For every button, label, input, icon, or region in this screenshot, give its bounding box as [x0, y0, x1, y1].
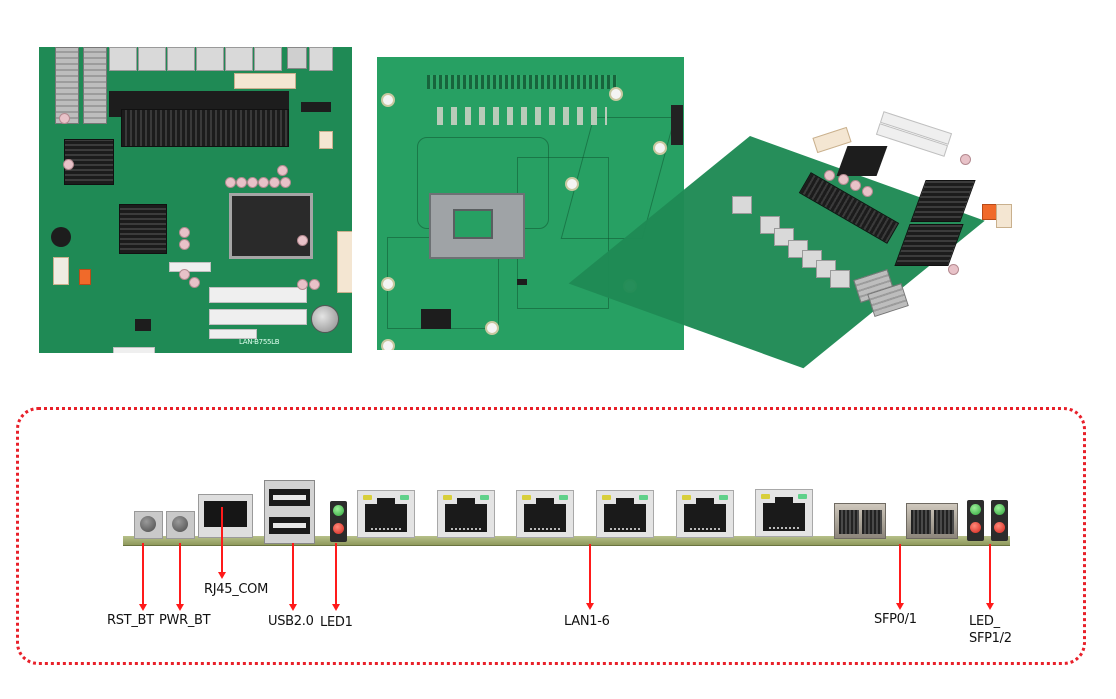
label-sfp: SFP0/1	[874, 612, 917, 627]
label-usb: USB2.0	[268, 614, 314, 629]
reset-button-connector	[134, 511, 163, 539]
pointer-line-pwr	[179, 543, 181, 606]
io-panel-frame	[16, 407, 1086, 665]
cpu-backplate	[429, 193, 525, 259]
sfp-cage	[83, 47, 107, 124]
label-pwr-bt: PWR_BT	[159, 613, 211, 628]
arrow-down-icon	[289, 604, 297, 611]
lan-port-3	[516, 490, 574, 538]
board-angled-view-photo	[568, 96, 1065, 369]
heatsink	[121, 109, 289, 147]
board-bottom-view-photo	[377, 57, 684, 350]
pointer-line-led1	[335, 543, 337, 606]
label-rst-bt: RST_BT	[107, 613, 154, 628]
memory-slot	[209, 287, 307, 303]
led1-indicator	[330, 501, 347, 542]
board-top-view-photo: LAN-B755LB	[39, 47, 352, 353]
green-led-icon	[994, 504, 1005, 515]
sfp-port-0	[834, 503, 886, 539]
sfp1-led-indicator	[967, 500, 984, 541]
heatsink	[119, 204, 167, 254]
arrow-down-icon	[332, 604, 340, 611]
sfp2-led-indicator	[991, 500, 1008, 541]
arrow-down-icon	[986, 603, 994, 610]
red-led-icon	[333, 523, 344, 534]
arrow-down-icon	[586, 603, 594, 610]
arrow-down-icon	[139, 604, 147, 611]
sfp-cage	[55, 47, 79, 124]
board-model-silkscreen: LAN-B755LB	[239, 338, 280, 346]
lan-port-2	[437, 490, 495, 538]
lan-port-5	[676, 490, 734, 538]
power-button-connector	[166, 511, 195, 539]
label-led-sfp-line1: LED_	[969, 614, 1000, 629]
pointer-line-rst	[142, 543, 144, 606]
lan-port-4	[596, 490, 654, 538]
io-pcb-edge	[123, 536, 1010, 546]
pointer-line-led-sfp	[989, 544, 991, 605]
arrow-down-icon	[218, 572, 226, 579]
lan-port-1	[357, 490, 415, 538]
memory-slot	[209, 309, 307, 325]
red-led-icon	[994, 522, 1005, 533]
arrow-down-icon	[176, 604, 184, 611]
sfp-port-1	[906, 503, 958, 539]
button-cap-icon	[172, 516, 188, 532]
pointer-line-sfp	[899, 544, 901, 605]
pointer-line-lan	[589, 544, 591, 605]
label-lan: LAN1-6	[564, 614, 610, 629]
usb2-port-stack	[264, 480, 315, 544]
arrow-down-icon	[896, 603, 904, 610]
red-led-icon	[970, 522, 981, 533]
button-cap-icon	[140, 516, 156, 532]
pointer-line-rj45-com	[221, 507, 223, 573]
rj45-com-port	[198, 494, 253, 538]
cpu-socket	[836, 146, 888, 176]
green-led-icon	[970, 504, 981, 515]
lan-port-6	[755, 489, 813, 537]
label-rj45-com: RJ45_COM	[204, 582, 269, 597]
cpu-socket	[229, 193, 313, 259]
label-led-sfp-line2: SFP1/2	[969, 631, 1012, 646]
cmos-battery	[311, 305, 339, 333]
label-led1: LED1	[320, 615, 353, 630]
green-led-icon	[333, 505, 344, 516]
pointer-line-usb	[292, 543, 294, 606]
atx-power-connector	[337, 231, 352, 293]
